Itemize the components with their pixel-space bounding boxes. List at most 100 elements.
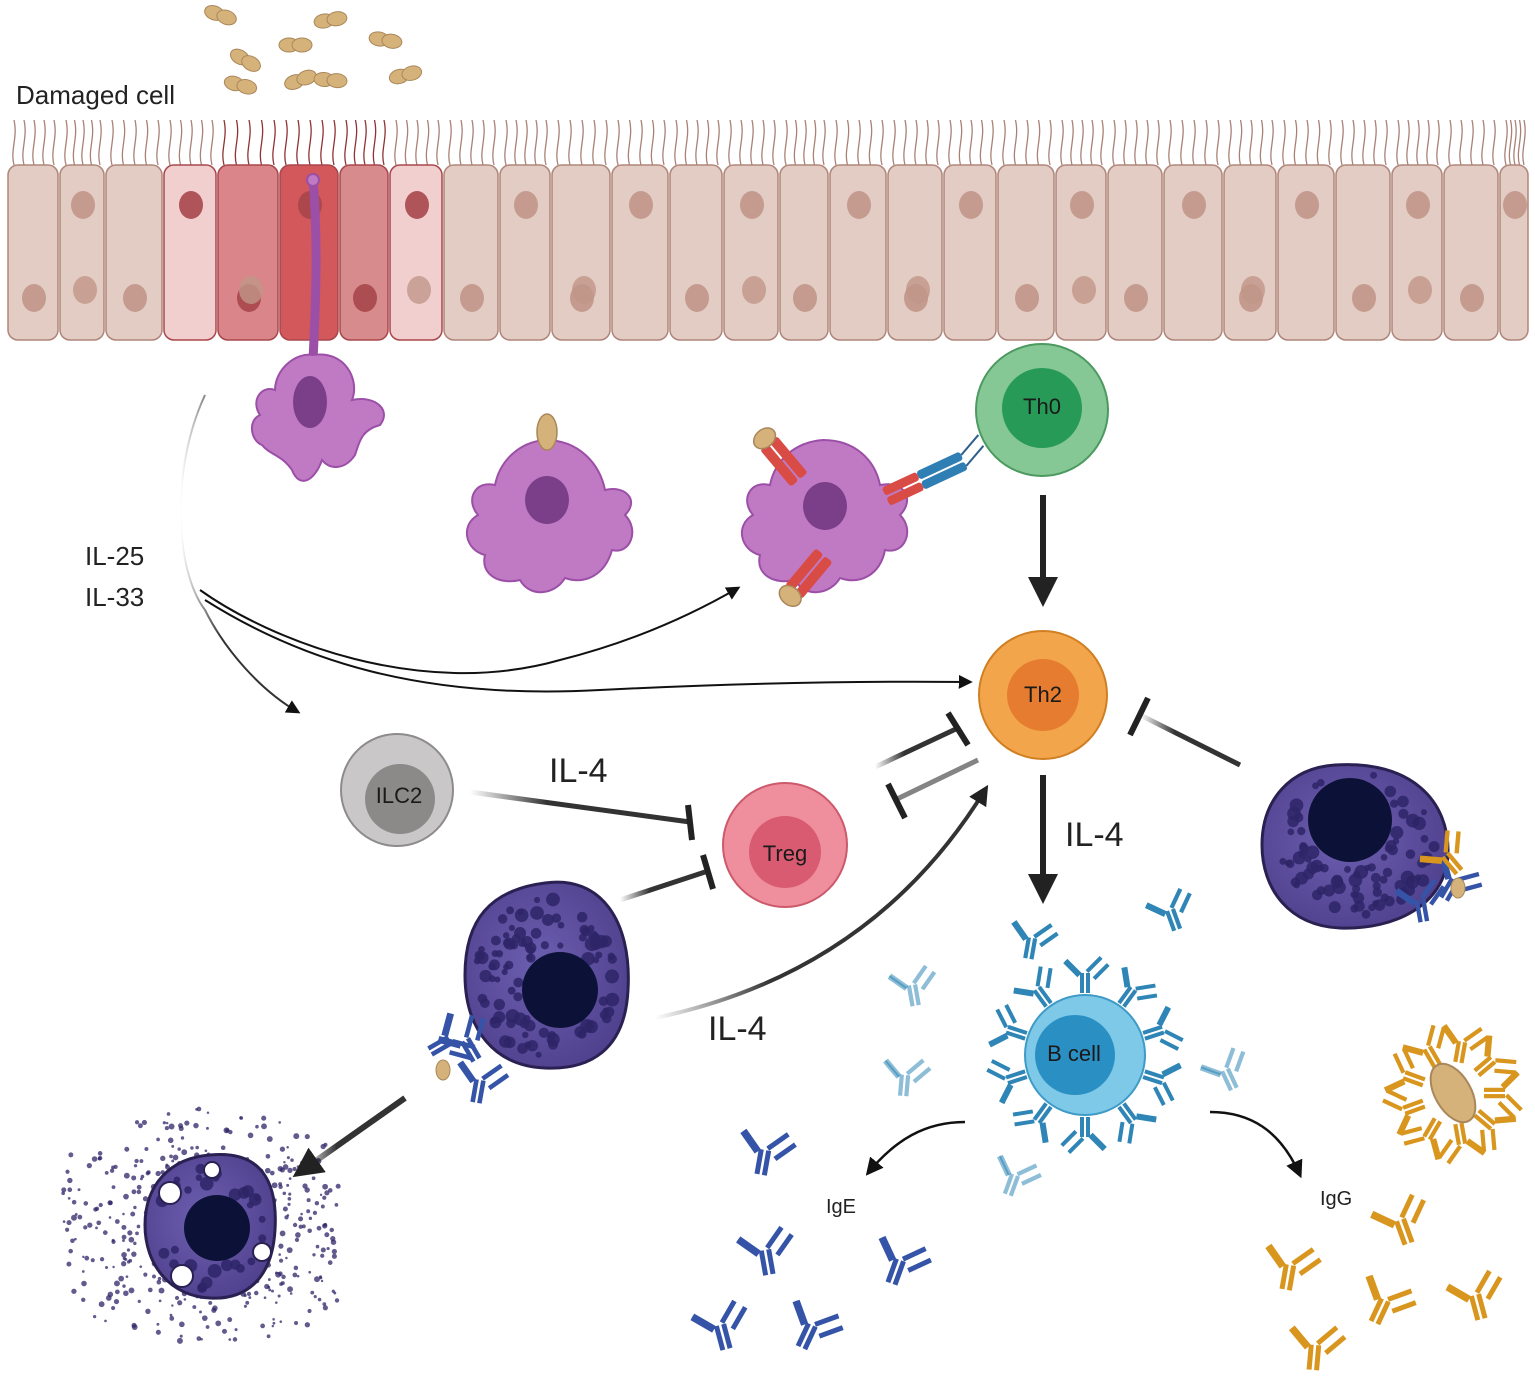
th2-cell: Th2 [978,630,1108,760]
il4-mast-label: IL-4 [708,1010,767,1048]
b-cell: B cell [986,956,1184,1154]
antibody-icon [986,1059,1028,1105]
epithelium-layer [7,119,1529,341]
epithelial-cell [389,164,443,341]
bcell-label: B cell [1047,1041,1101,1066]
epithelial-cell [7,164,59,341]
peanut-allergen [313,71,348,89]
antibody-icon [1441,1023,1489,1064]
antibody-icon [1265,1243,1322,1291]
antibody-icon [1401,1024,1446,1069]
ige-label: IgE [826,1196,856,1218]
antibody-icon [883,1058,932,1097]
epithelial-cell [163,164,217,341]
ilc2-label: ILC2 [376,783,422,808]
antibody-icon [878,1235,932,1286]
epithelial-cell [887,164,943,341]
epithelial-cell [551,164,611,341]
released-granules [61,1106,341,1344]
epithelial-cell [997,164,1055,341]
peanut-allergen [284,69,317,90]
epithelial-cell [339,164,389,341]
peanut-allergen [204,5,237,26]
mast-cell-ige-receptors [427,1012,510,1104]
antibody-icon [1012,1102,1053,1144]
mast-granules [473,892,620,1058]
antibody-icon [1288,1325,1347,1371]
th0-cell: Th0 [975,343,1109,477]
antibody-icon [1117,1102,1157,1144]
antibody-icon [1437,1122,1487,1165]
epithelial-cell [217,164,279,341]
treg-label: Treg [763,841,807,866]
cilia [12,119,1526,166]
antibody-icon [1370,1193,1426,1246]
peanut-allergen [223,75,258,95]
antibody-icon [437,1014,486,1063]
epithelial-cell [1107,164,1163,341]
antibody-icon [1199,1047,1246,1092]
signaling-arrows [179,394,1303,1179]
antibody-icon [1060,1117,1107,1154]
antibody-icon [1473,1108,1517,1152]
antibody-icon [1383,1048,1426,1094]
antibody-icon [887,964,937,1007]
epithelial-cell [443,164,499,341]
peanut-allergen [388,65,423,85]
antibody-icon [736,1225,794,1276]
bcell-surface-antibodies [986,956,1184,1154]
peanut-allergen [278,37,313,53]
epithelial-cell [1335,164,1391,341]
antibody-icon [457,1060,510,1104]
peanut-allergen [368,31,403,49]
mast-cell-right-antibodies [1394,830,1483,923]
antibody-icon [1365,1274,1417,1326]
antibody-icon [1142,1062,1182,1106]
antibody-icon [1445,1269,1503,1321]
peanut-allergen [229,48,261,72]
mast-granules [1279,771,1440,919]
mast-cell-degranulating [61,1106,341,1344]
peanut-igg-complex [1382,1023,1523,1165]
antibody-icon [690,1299,748,1351]
epithelial-cell [669,164,723,341]
free-antibodies [690,887,1503,1371]
epithelial-cell [59,164,105,341]
antibody-icon [792,1299,844,1351]
th2-label: Th2 [1024,682,1062,707]
antibody-icon [1400,1117,1443,1161]
dendritic-cell-presenting [740,427,985,607]
antibody-icon [997,1154,1042,1197]
epithelial-cell [279,164,339,341]
antibody-icon [1144,887,1192,932]
antibody-icon [1484,1070,1523,1119]
damaged-cell-label: Damaged cell [16,80,175,110]
mast-cell-right [1260,763,1450,930]
antibody-icon [1394,878,1446,923]
epithelial-cell [829,164,887,341]
epithelial-cell [611,164,669,341]
peanut-allergens-top [204,5,423,95]
il33-label: IL-33 [85,582,144,612]
antibody-icon [1013,966,1053,1008]
antibody-icon [1117,966,1158,1008]
antibody-icon [1382,1089,1426,1136]
antibody-icon [1142,1005,1184,1051]
dendritic-cell-sampling [251,173,385,482]
igg-label: IgG [1320,1188,1352,1210]
antibody-icon [988,1004,1028,1048]
antibody-icon [1473,1035,1517,1078]
ilc2-cell: ILC2 [340,733,454,847]
il4-th2-label: IL-4 [1065,816,1124,854]
epithelial-cell [1391,164,1443,341]
epithelial-cell [1499,164,1529,341]
epithelial-cell [105,164,163,341]
antibody-icon [1419,830,1464,876]
epithelial-cell [943,164,997,341]
epithelial-cell [1055,164,1107,341]
antibody-icon [740,1128,797,1176]
epithelial-cell [1277,164,1335,341]
epithelial-cell [1223,164,1277,341]
epithelial-cell [779,164,829,341]
epithelial-cell [499,164,551,341]
